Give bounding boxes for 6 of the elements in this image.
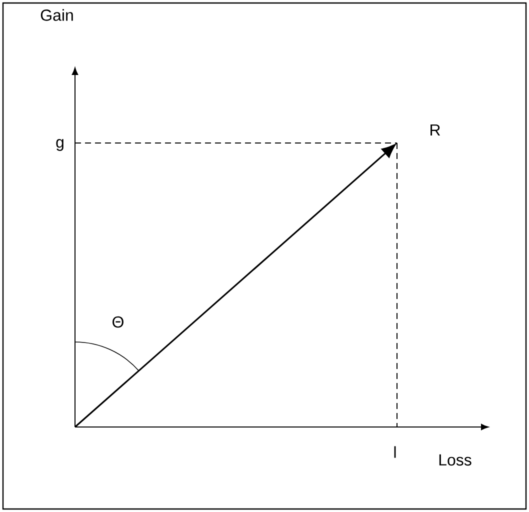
point-label: R xyxy=(430,124,440,136)
axis-label: Loss xyxy=(439,454,472,466)
angle-label: Θ xyxy=(112,316,124,328)
axis-value: g xyxy=(56,139,64,151)
axis-value: l xyxy=(394,446,396,458)
axis-label: Gain xyxy=(40,9,73,21)
